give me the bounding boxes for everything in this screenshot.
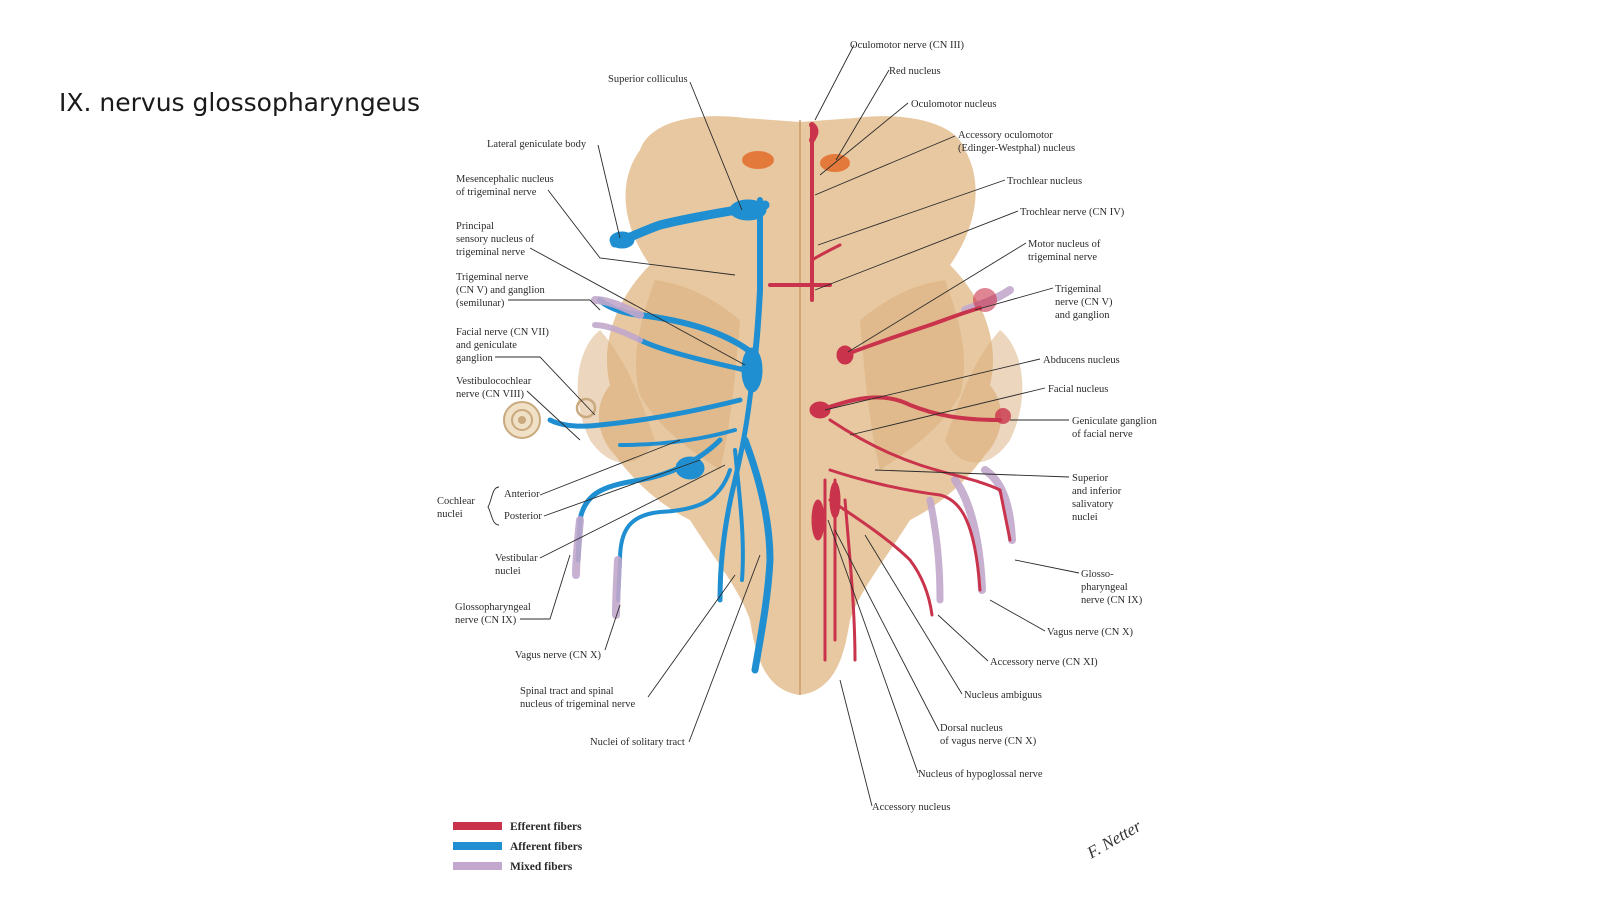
label-facial-nucleus: Facial nucleus [1048, 384, 1108, 395]
label-accessory-oculomotor-1: Accessory oculomotor [958, 130, 1053, 141]
label-trigeminal-right-1: Trigeminal [1055, 284, 1101, 295]
cochlea-ganglion [503, 288, 1011, 439]
label-vestibulocochlear-2: nerve (CN VIII) [456, 389, 525, 400]
legend-label-afferent: Afferent fibers [510, 841, 583, 853]
legend-swatch-afferent [453, 842, 502, 850]
label-oculomotor-nerve: Oculomotor nerve (CN III) [850, 40, 965, 51]
label-vagus-left: Vagus nerve (CN X) [515, 650, 602, 661]
label-trigeminal-2: (CN V) and ganglion [456, 285, 546, 296]
label-motor-trigeminal-1: Motor nucleus of [1028, 239, 1101, 250]
label-motor-trigeminal-2: trigeminal nerve [1028, 252, 1097, 263]
label-trochlear-nerve: Trochlear nerve (CN IV) [1020, 207, 1125, 218]
leader-lines [487, 44, 1080, 807]
label-trigeminal-1: Trigeminal nerve [456, 272, 529, 283]
label-vestibular-nuclei-1: Vestibular [495, 553, 538, 564]
label-salivatory-1: Superior [1072, 473, 1109, 484]
label-geniculate-ganglion-2: of facial nerve [1072, 429, 1133, 440]
label-salivatory-4: nuclei [1072, 512, 1098, 523]
label-cochlear-nuclei-2: nuclei [437, 509, 463, 520]
legend-swatch-efferent [453, 822, 502, 830]
label-cochlear-nuclei-1: Cochlear [437, 496, 475, 507]
label-glossopharyngeal-right-2: pharyngeal [1081, 582, 1128, 593]
label-salivatory-2: and inferior [1072, 486, 1122, 497]
red-nucleus-left [742, 151, 774, 169]
label-salivatory-3: salivatory [1072, 499, 1114, 510]
label-spinal-tract-2: nucleus of trigeminal nerve [520, 699, 636, 710]
label-facial-1: Facial nerve (CN VII) [456, 327, 549, 338]
label-dorsal-vagus-1: Dorsal nucleus [940, 723, 1003, 734]
label-accessory-nucleus: Accessory nucleus [872, 802, 950, 813]
label-glossopharyngeal-right-3: nerve (CN IX) [1081, 595, 1143, 606]
label-glossopharyngeal-left-1: Glossopharyngeal [455, 602, 531, 613]
label-spinal-tract-1: Spinal tract and spinal [520, 686, 614, 697]
label-red-nucleus: Red nucleus [889, 66, 941, 77]
label-superior-colliculus: Superior colliculus [608, 74, 688, 85]
legend-label-mixed: Mixed fibers [510, 861, 573, 873]
artist-signature: F. Netter [1083, 816, 1145, 863]
label-hypoglossal-nucleus: Nucleus of hypoglossal nerve [918, 769, 1043, 780]
label-trigeminal-right-3: and ganglion [1055, 310, 1110, 321]
label-trigeminal-3: (semilunar) [456, 298, 505, 309]
label-trochlear-nucleus: Trochlear nucleus [1007, 176, 1082, 187]
label-accessory-nerve: Accessory nerve (CN XI) [990, 657, 1098, 668]
legend-label-efferent: Efferent fibers [510, 821, 582, 833]
label-facial-3: ganglion [456, 353, 493, 364]
brainstem-shading-left [635, 280, 740, 470]
brainstem-shading-right [860, 280, 965, 470]
labels-left: Superior colliculus Lateral geniculate b… [437, 74, 688, 748]
label-dorsal-vagus-2: of vagus nerve (CN X) [940, 736, 1037, 747]
slide-title: IX. nervus glossopharyngeus [59, 88, 421, 117]
label-glossopharyngeal-left-2: nerve (CN IX) [455, 615, 517, 626]
label-vestibular-nuclei-2: nuclei [495, 566, 521, 577]
label-abducens-nucleus: Abducens nucleus [1043, 355, 1120, 366]
label-nucleus-ambiguus: Nucleus ambiguus [964, 690, 1042, 701]
label-glossopharyngeal-right-1: Glosso- [1081, 569, 1114, 580]
label-principal-2: sensory nucleus of [456, 234, 535, 245]
label-oculomotor-nucleus: Oculomotor nucleus [911, 99, 996, 110]
label-principal-3: trigeminal nerve [456, 247, 525, 258]
label-facial-2: and geniculate [456, 340, 517, 351]
label-principal-1: Principal [456, 221, 494, 232]
cerebellar-peduncle-right [945, 330, 1023, 463]
label-mesencephalic-2: of trigeminal nerve [456, 187, 537, 198]
label-accessory-oculomotor-2: (Edinger-Westphal) nucleus [958, 143, 1075, 154]
cerebellar-peduncle-left [577, 330, 655, 463]
label-lateral-geniculate: Lateral geniculate body [487, 139, 587, 150]
label-trigeminal-right-2: nerve (CN V) [1055, 297, 1113, 308]
efferent-fibers [768, 122, 1012, 662]
label-posterior: Posterior [504, 511, 542, 522]
label-geniculate-ganglion-1: Geniculate ganglion [1072, 416, 1158, 427]
legend-swatch-mixed [453, 862, 502, 870]
label-vagus-right: Vagus nerve (CN X) [1047, 627, 1134, 638]
brainstem-illustration [577, 116, 1023, 696]
label-mesencephalic-1: Mesencephalic nucleus [456, 174, 554, 185]
label-anterior: Anterior [504, 489, 540, 500]
label-solitary-tract: Nuclei of solitary tract [590, 737, 685, 748]
fiber-legend: Efferent fibers Afferent fibers Mixed fi… [453, 821, 583, 873]
label-vestibulocochlear-1: Vestibulocochlear [456, 376, 532, 387]
labels-right: Oculomotor nerve (CN III) Red nucleus Oc… [850, 40, 1158, 813]
